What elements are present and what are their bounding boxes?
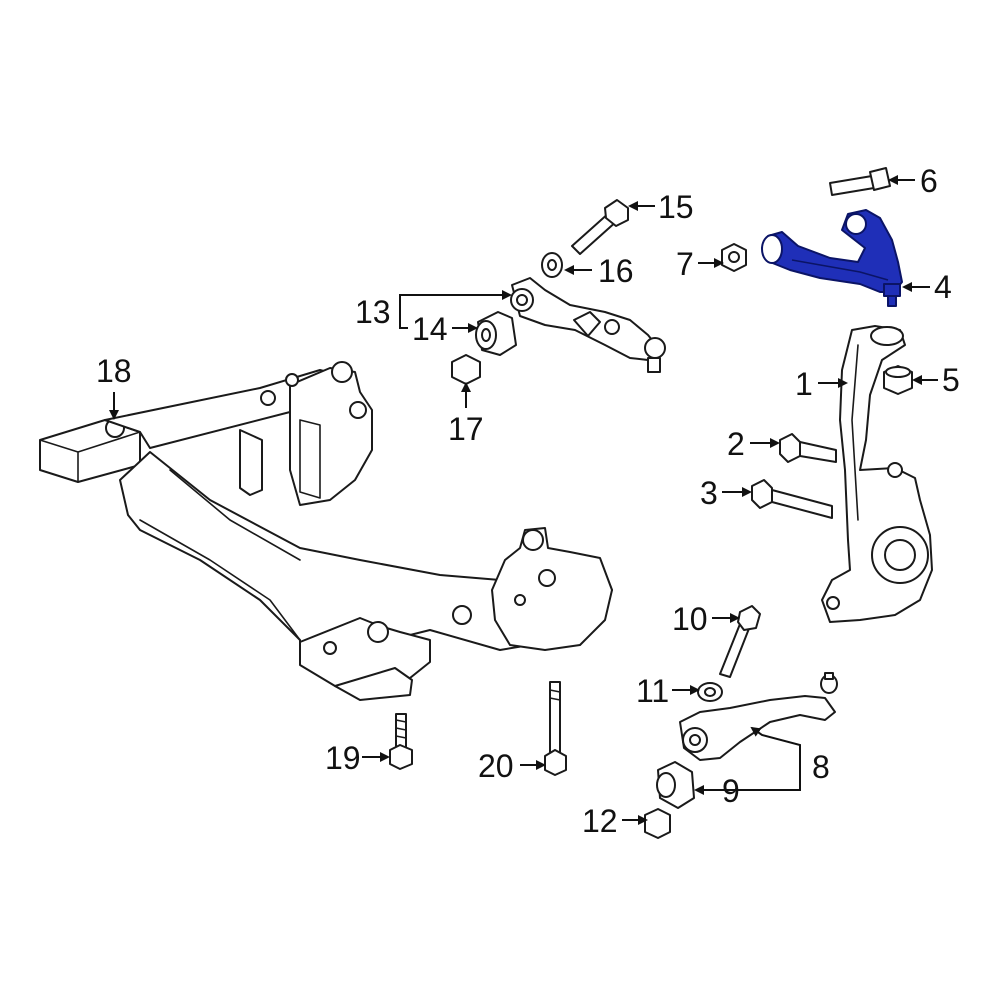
callout-1: 1 bbox=[795, 366, 813, 402]
callout-8: 8 bbox=[812, 749, 830, 785]
callout-15: 15 bbox=[658, 189, 694, 225]
callout-16: 16 bbox=[598, 253, 634, 289]
knuckle-nut bbox=[883, 365, 913, 395]
callout-18: 18 bbox=[96, 353, 132, 389]
subframe-bolt-19 bbox=[389, 713, 413, 770]
washer-11 bbox=[697, 682, 723, 702]
callout-12: 12 bbox=[582, 803, 618, 839]
nut-12 bbox=[644, 808, 671, 839]
callout-9: 9 bbox=[722, 773, 740, 809]
upper-control-arm bbox=[761, 209, 903, 307]
callout-17: 17 bbox=[448, 411, 484, 447]
lower-arm-bushing-9 bbox=[656, 761, 695, 809]
arm-bolt-15 bbox=[571, 199, 629, 255]
callout-3: 3 bbox=[700, 475, 718, 511]
upper-arm-nut bbox=[721, 243, 747, 272]
callout-20: 20 bbox=[478, 748, 514, 784]
front-subframe bbox=[39, 361, 613, 701]
knuckle-bolt-lower bbox=[751, 479, 833, 519]
knuckle-bolt-upper bbox=[779, 433, 837, 463]
lower-front-arm bbox=[510, 277, 666, 373]
subframe-bolt-20 bbox=[544, 681, 567, 776]
callout-7: 7 bbox=[676, 246, 694, 282]
callout-19: 19 bbox=[325, 740, 361, 776]
callout-leaders bbox=[109, 175, 938, 825]
arm-bolt-10 bbox=[719, 605, 761, 678]
callout-2: 2 bbox=[727, 426, 745, 462]
callout-10: 10 bbox=[672, 601, 708, 637]
steering-knuckle bbox=[821, 325, 933, 623]
lower-arm-bushing bbox=[475, 311, 517, 356]
callout-4: 4 bbox=[934, 269, 952, 305]
callout-6: 6 bbox=[920, 163, 938, 199]
callout-14: 14 bbox=[412, 311, 448, 347]
upper-arm-bolt bbox=[829, 167, 891, 196]
callout-13: 13 bbox=[355, 294, 391, 330]
callout-11: 11 bbox=[636, 673, 669, 709]
washer-16 bbox=[541, 252, 563, 278]
callout-5: 5 bbox=[942, 362, 960, 398]
nut-17 bbox=[451, 354, 481, 385]
